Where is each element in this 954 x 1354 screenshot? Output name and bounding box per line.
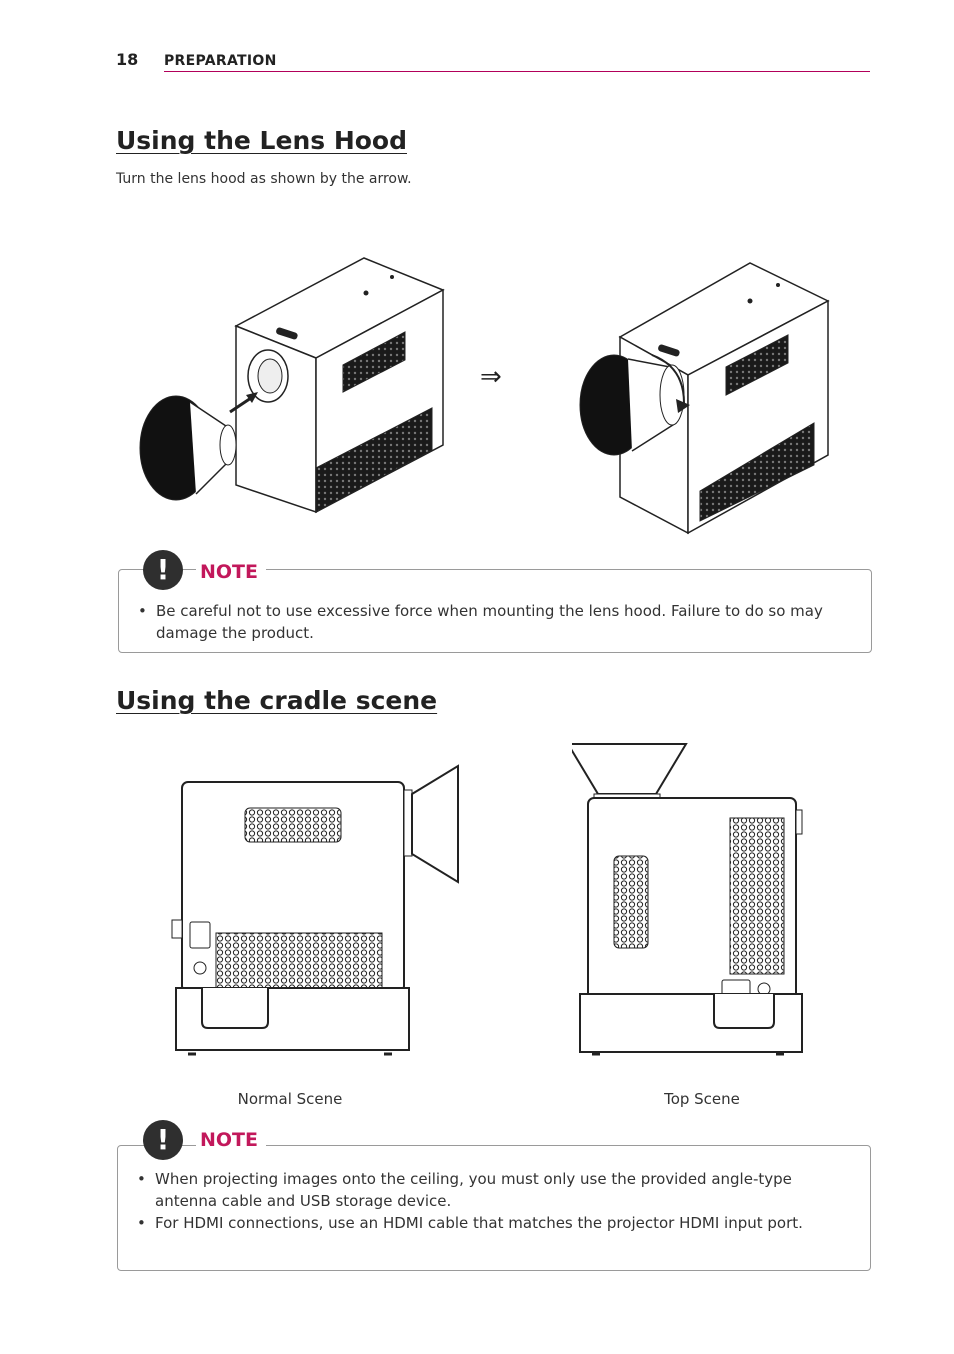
cradle-heading: Using the cradle scene [116,686,438,715]
note-list: Be careful not to use excessive force wh… [136,600,851,644]
note-title: NOTE [196,561,266,583]
note-list: When projecting images onto the ceiling,… [135,1168,850,1234]
note-item: When projecting images onto the ceiling,… [135,1168,850,1212]
top-scene-illustration [572,743,803,1056]
caption-top-scene: Top Scene [664,1090,740,1108]
lens-hood-heading: Using the Lens Hood [116,126,407,155]
projector-after-illustration [579,262,830,535]
header-rule [164,71,870,72]
transition-arrow-icon: ⇒ [480,362,502,392]
projector-before-illustration [139,257,445,514]
lens-hood-instruction: Turn the lens hood as shown by the arrow… [116,171,412,187]
page-number: 18 [116,50,139,69]
note-item: For HDMI connections, use an HDMI cable … [135,1212,850,1234]
note-item: Be careful not to use excessive force wh… [136,600,851,644]
note-title: NOTE [196,1129,266,1151]
warning-icon: ! [143,550,183,590]
caption-normal-scene: Normal Scene [237,1090,343,1108]
note-box-cradle: When projecting images onto the ceiling,… [117,1145,871,1271]
warning-icon: ! [143,1120,183,1160]
normal-scene-illustration [171,764,459,1056]
note-box-lens-hood: Be careful not to use excessive force wh… [118,569,872,653]
section-label: PREPARATION [164,53,277,69]
